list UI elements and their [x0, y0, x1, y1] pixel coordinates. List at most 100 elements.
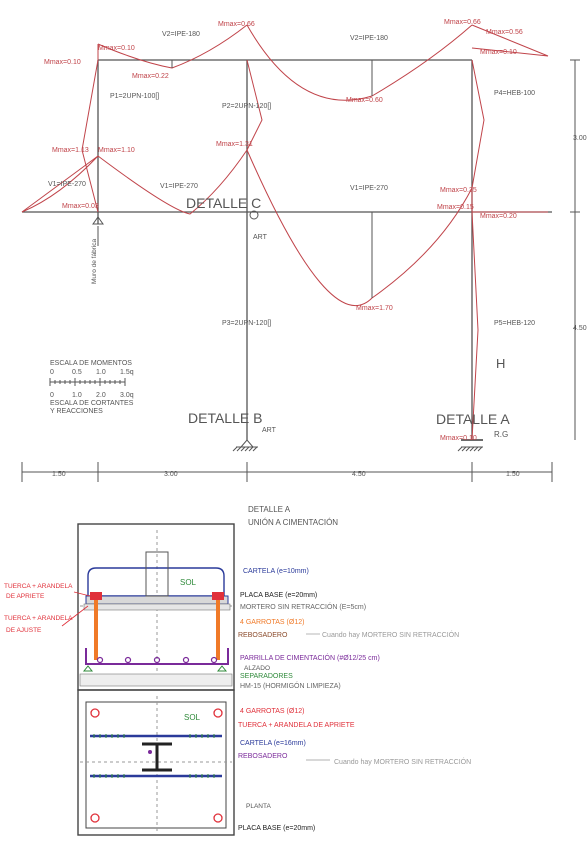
note-text: PLACA BASE (e=20mm)	[240, 592, 317, 599]
moment-label: Mmax=0.66	[218, 21, 255, 28]
scale-title: ESCALA DE MOMENTOS	[50, 360, 132, 367]
beam-label: V1=IPE-270	[48, 181, 86, 188]
nut-icon	[90, 592, 102, 600]
wall-support-icon	[92, 216, 104, 225]
column-stub	[145, 551, 169, 597]
moment-label: Mmax=0.66	[444, 19, 481, 26]
moment-scale-ticks	[49, 378, 126, 386]
moment-column-p2	[246, 59, 263, 151]
bolt-hole-icon	[213, 708, 223, 718]
moment-label: Mmax=0.60	[346, 97, 383, 104]
hatch-b	[232, 446, 258, 452]
beam-label: V1=IPE-270	[160, 183, 198, 190]
hatch-a	[457, 446, 483, 452]
moment-label: Mmax=0.10	[44, 59, 81, 66]
note-text: PLACA BASE (e=20mm)	[238, 825, 315, 832]
note-text: HM-15 (HORMIGÓN LIMPIEZA)	[240, 681, 341, 690]
moment-overhang-line	[21, 155, 99, 213]
scale-tick: 0.5	[72, 369, 82, 376]
note-text: CARTELA (e=10mm)	[243, 568, 309, 575]
column-label: P3=2UPN-120[]	[222, 320, 271, 327]
mortar-layer	[83, 603, 231, 611]
moment-column-p5	[471, 211, 479, 441]
note-text: MORTERO SIN RETRACCIÓN (E=5cm)	[240, 602, 366, 611]
lean-concrete	[79, 673, 233, 687]
art-label: ART	[253, 234, 268, 241]
detail-title: DETALLE A	[248, 505, 291, 514]
rebar-dot	[153, 656, 161, 664]
bolt-hole-icon	[90, 813, 100, 823]
h-column-section	[142, 742, 172, 772]
plan-notes: 4 GARROTAS (Ø12) TUERCA + ARANDELA DE AP…	[238, 708, 471, 832]
scale-tick: 1.0	[72, 392, 82, 399]
moment-column-p1	[81, 59, 99, 213]
left-note-leaders	[61, 591, 91, 627]
moment-top-right-span	[246, 24, 473, 101]
moment-labels: Mmax=0.10 Mmax=0.10 Mmax=0.22 Mmax=0.66 …	[44, 19, 523, 442]
bolt-hole-icon	[90, 708, 100, 718]
beam-label: V2=IPE-180	[162, 31, 200, 38]
rebar-dot	[182, 656, 190, 664]
note-text: REBOSADERO	[238, 753, 288, 760]
separator-icons	[82, 665, 228, 672]
scales: ESCALA DE MOMENTOS 0 0.5 1.0 1.5q 0 1.0 …	[50, 360, 134, 415]
plate-outline	[85, 701, 227, 829]
rebar-dot	[124, 656, 132, 664]
note-text: DE APRIETE	[6, 593, 45, 600]
sol-label: SOL	[180, 578, 197, 587]
dim-label: 4.50	[573, 325, 587, 332]
elevation-drawing: SOL	[79, 530, 233, 687]
dim-label: 1.50	[506, 471, 520, 478]
note-text: DE AJUSTE	[6, 627, 42, 634]
scale-tick: 1.5q	[120, 369, 134, 376]
hinge-c-icon	[249, 210, 259, 220]
moment-label: Mmax=1.13	[52, 147, 89, 154]
rg-label: R.G	[494, 430, 508, 439]
detail-c-label: DETALLE C	[186, 195, 261, 211]
note-text: TUERCA + ARANDELA DE APRIETE	[238, 722, 355, 729]
h-symbol: H	[496, 356, 505, 371]
bottom-dim-labels: 1.50 3.00 4.50 1.50	[52, 471, 520, 478]
note-text: PARRILLA DE CIMENTACIÓN (#Ø12/25 cm)	[240, 653, 380, 662]
sol-label: SOL	[184, 713, 201, 722]
rebar-dot	[210, 656, 218, 664]
beam-label: V1=IPE-270	[350, 185, 388, 192]
detail-b-label: DETALLE B	[188, 410, 262, 426]
alzado-label: ALZADO	[244, 665, 270, 672]
overflow-hole-icon	[148, 750, 152, 754]
moment-mid-right-overhang	[471, 188, 548, 213]
supports	[92, 210, 483, 452]
moment-label: Mmax=0.10	[440, 435, 477, 442]
detail-a-title: DETALLE A UNIÓN A CIMENTACIÓN	[248, 505, 338, 527]
moment-column-p4	[471, 59, 485, 189]
moment-diagram	[21, 24, 549, 441]
dim-label: 3.00	[164, 471, 178, 478]
leader	[61, 605, 89, 627]
column-label: P4=HEB-100	[494, 90, 535, 97]
beam-label: V2=IPE-180	[350, 35, 388, 42]
moment-label: Mmax=0.22	[132, 73, 169, 80]
moment-top-right-overhang	[471, 24, 549, 57]
nut-icon	[212, 592, 224, 600]
rebar-dots	[96, 656, 218, 664]
scale-tick: 0	[50, 392, 54, 399]
moment-mid-left-span	[97, 149, 248, 215]
note-text: Cuando hay MORTERO SIN RETRACCIÓN	[334, 757, 471, 766]
moment-label: Mmax=0.10	[480, 49, 517, 56]
base-plate	[85, 595, 229, 605]
note-text: TUERCA + ARANDELA	[4, 615, 73, 622]
moment-label: Mmax=0.10	[98, 45, 135, 52]
scale-tick: 0	[50, 369, 54, 376]
frame-structure	[22, 59, 552, 440]
note-text: SEPARADORES	[240, 673, 293, 680]
plan-drawing: SOL	[80, 696, 232, 832]
column-label: P1=2UPN-100[]	[110, 93, 159, 100]
moment-label: Mmax=1.10	[98, 147, 135, 154]
member-labels: V2=IPE-180 V2=IPE-180 V1=IPE-270 V1=IPE-…	[48, 31, 535, 327]
art-label: ART	[262, 427, 277, 434]
elevation-notes: CARTELA (e=10mm) PLACA BASE (e=20mm) MOR…	[238, 568, 459, 690]
moment-label: Mmax=0.03	[62, 203, 99, 210]
pin-support-b-icon	[239, 439, 255, 448]
